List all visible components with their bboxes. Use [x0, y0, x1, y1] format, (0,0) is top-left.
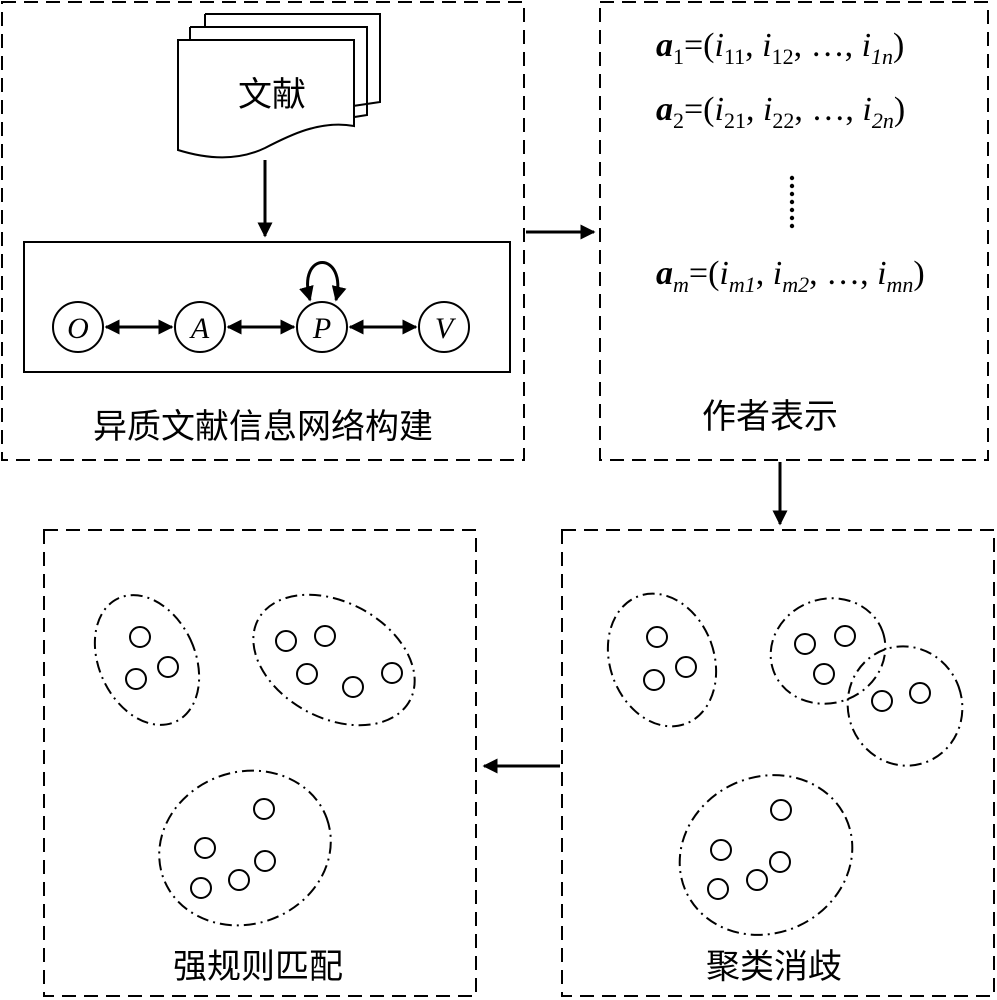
- cluster-group-4: [678, 774, 854, 936]
- cluster-group-2: [769, 597, 887, 705]
- cluster-panel: 聚类消歧: [561, 529, 995, 997]
- cluster-panel-title: 聚类消歧: [706, 947, 842, 987]
- rule-point: [253, 798, 275, 820]
- author-panel-title: 作者表示: [702, 397, 838, 437]
- cluster-group-3: [846, 645, 964, 767]
- cluster-point: [746, 869, 768, 891]
- document-icon: 文献: [177, 13, 381, 159]
- node-O: [52, 301, 104, 353]
- rule-point: [381, 662, 403, 684]
- cluster-point: [707, 878, 729, 900]
- rule-group-1: [93, 594, 201, 726]
- hin-panel-title: 异质文献信息网络构建: [93, 407, 433, 447]
- cluster-panel-border: [561, 529, 995, 997]
- hin-panel-border: [1, 1, 525, 461]
- cluster-point: [909, 682, 931, 704]
- rule-point: [296, 663, 318, 685]
- vertical-ellipsis: [789, 175, 795, 229]
- rule-point: [228, 869, 250, 891]
- rule-point: [275, 630, 297, 652]
- author-panel-border: [599, 1, 989, 461]
- rule-point: [342, 676, 364, 698]
- rule-panel-border: [43, 529, 477, 997]
- cluster-point: [834, 625, 856, 647]
- document-label: 文献: [238, 75, 306, 115]
- node-P: [296, 301, 348, 353]
- cluster-point: [794, 633, 816, 655]
- rule-point: [129, 626, 151, 648]
- cluster-point: [770, 799, 792, 821]
- cluster-group-1: [606, 592, 718, 728]
- author-vector-2: a2=(i21, i22, …, i2n): [656, 91, 905, 133]
- rule-point: [254, 850, 276, 872]
- rule-point: [157, 656, 179, 678]
- node-V-label: V: [435, 312, 457, 345]
- node-V: [418, 301, 470, 353]
- cluster-point: [646, 626, 668, 648]
- rule-point: [125, 668, 147, 690]
- hin-panel: 文献 O A P V 异质文献信息网络构建: [1, 1, 525, 461]
- network-graph: O A P V: [52, 261, 470, 353]
- cluster-point: [710, 839, 732, 861]
- rule-group-2: [252, 593, 416, 727]
- node-O-label: O: [67, 312, 89, 345]
- rule-panel: 强规则匹配: [43, 529, 477, 997]
- rule-group-3: [158, 769, 332, 927]
- network-box: [23, 241, 511, 373]
- node-A: [174, 301, 226, 353]
- cluster-point: [643, 669, 665, 691]
- cluster-point: [813, 663, 835, 685]
- cluster-point: [769, 851, 791, 873]
- author-panel: a1=(i11, i12, …, i1n) a2=(i21, i22, …, i…: [599, 1, 989, 461]
- rule-point: [190, 877, 212, 899]
- rule-point: [194, 837, 216, 859]
- author-vector-1: a1=(i11, i12, …, i1n): [656, 27, 904, 69]
- cluster-point: [675, 656, 697, 678]
- cluster-point: [871, 690, 893, 712]
- node-A-label: A: [189, 312, 210, 345]
- rule-panel-title: 强规则匹配: [173, 947, 343, 987]
- node-P-label: P: [312, 312, 331, 345]
- edge-P-self-loop: [299, 261, 347, 302]
- author-vector-m: am=(im1, im2, …, imn): [656, 255, 925, 297]
- rule-point: [314, 625, 336, 647]
